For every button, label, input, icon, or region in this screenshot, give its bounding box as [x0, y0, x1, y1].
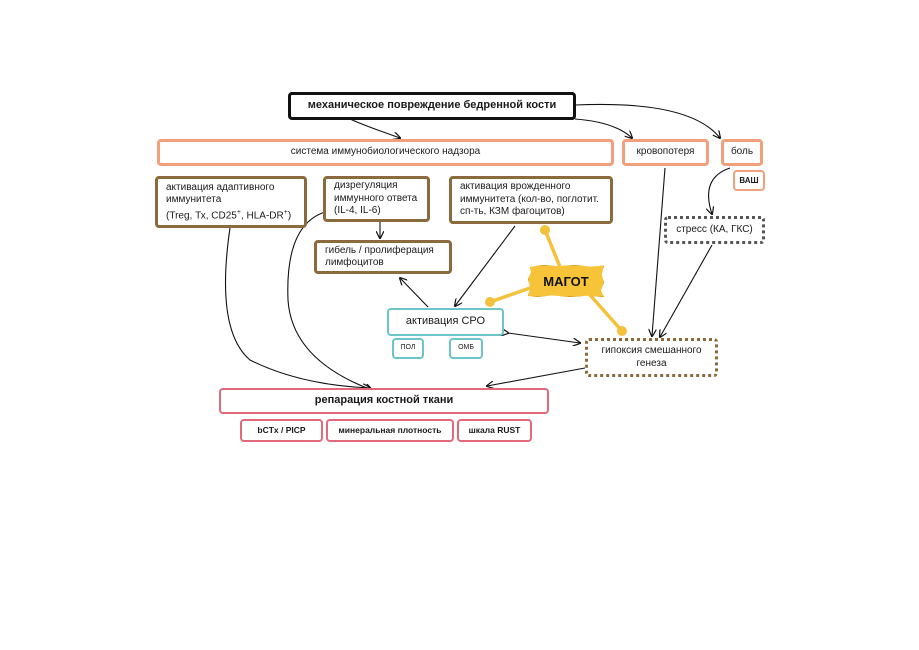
immune-dysregulation-box: дизрегуляция иммунного ответа (IL-4, IL-…	[323, 176, 430, 222]
arrow-stress-to-hypoxia	[660, 244, 713, 337]
injury-label: механическое повреждение бедренной кости	[307, 99, 557, 112]
pain-label: боль	[730, 146, 754, 158]
magot-badge: МАГОТ	[528, 265, 604, 297]
adaptive-line-1: активация адаптивного	[166, 181, 275, 193]
innate-line-3: сп-ть, КЗМ фагоцитов)	[460, 206, 565, 218]
arrow-injury-to-bloodloss	[574, 118, 632, 138]
arrow-hypoxia-to-repair	[487, 367, 586, 386]
magot-dot-hypoxia	[617, 326, 627, 336]
omb-box: ОМБ	[449, 338, 483, 359]
magot-dot-innate	[540, 225, 550, 235]
stress-label: стресс (КА, ГКС)	[676, 223, 753, 235]
arrow-ros-hypoxia	[508, 333, 580, 343]
dysreg-line-3: (IL-4, IL-6)	[334, 205, 381, 217]
lymphocyte-box: гибель / пролиферация лимфоцитов	[314, 240, 452, 274]
arrow-dysreg-to-repair	[287, 211, 372, 390]
hypoxia-line-2: генеза	[636, 357, 667, 369]
density-box: минеральная плотность	[326, 419, 454, 442]
pol-box: ПОЛ	[392, 338, 424, 359]
arrow-injury-to-immune	[347, 117, 400, 138]
arrow-pain-to-stress	[709, 167, 731, 214]
injury-box: механическое повреждение бедренной кости	[288, 92, 576, 120]
vas-box: ВАШ	[733, 170, 765, 191]
omb-label: ОМБ	[458, 344, 474, 352]
pol-label: ПОЛ	[400, 344, 416, 352]
density-label: минеральная плотность	[338, 425, 442, 436]
innate-line-2: иммунитета (кол-во, поглотит.	[460, 193, 599, 205]
adaptive-line-2: иммунитета	[166, 194, 222, 206]
immune-system-label: система иммунобиологического надзора	[290, 146, 481, 158]
blood-loss-label: кровопотеря	[636, 146, 695, 158]
bctx-label: bCTx / PICP	[257, 425, 306, 436]
innate-immunity-box: активация врожденного иммунитета (кол-во…	[449, 176, 613, 224]
blood-loss-box: кровопотеря	[622, 139, 709, 166]
arrow-injury-to-pain	[574, 103, 720, 138]
hypoxia-box: гипоксия смешанного генеза	[585, 338, 718, 377]
repair-box: репарация костной ткани	[219, 388, 549, 414]
arrow-ros-to-lymph	[400, 278, 429, 308]
vas-label: ВАШ	[739, 175, 759, 185]
dysreg-line-2: иммунного ответа	[334, 192, 418, 204]
pain-box: боль	[721, 139, 763, 166]
magot-link-hypoxia	[588, 293, 624, 333]
arrow-innate-to-ros	[455, 225, 516, 306]
stress-box: стресс (КА, ГКС)	[664, 216, 765, 244]
arrow-bloodloss-to-hypoxia	[652, 167, 666, 336]
ros-label: активация СРО	[405, 315, 486, 328]
hypoxia-line-1: гипоксия смешанного	[601, 345, 702, 356]
arrow-adaptive-to-repair	[225, 227, 371, 388]
magot-dot-ros	[485, 297, 495, 307]
magot-label: МАГОТ	[543, 273, 589, 289]
dysreg-line-1: дизрегуляция	[334, 180, 398, 192]
magot-link-ros	[488, 286, 532, 304]
bctx-box: bCTx / PICP	[240, 419, 323, 442]
lymph-line-1: гибель / пролиферация	[325, 244, 434, 256]
adaptive-line-3: (Treg, Тх, CD25+, HLA-DR+)	[166, 208, 292, 221]
repair-label: репарация костной ткани	[314, 394, 454, 407]
rust-label: шкала RUST	[468, 425, 521, 436]
rust-box: шкала RUST	[457, 419, 532, 442]
ros-box: активация СРО	[387, 308, 504, 336]
adaptive-immunity-box: активация адаптивного иммунитета (Treg, …	[155, 176, 307, 228]
lymph-line-2: лимфоцитов	[325, 257, 384, 268]
immune-system-box: система иммунобиологического надзора	[157, 139, 614, 166]
innate-line-1: активация врожденного	[460, 181, 571, 193]
magot-link-innate	[543, 228, 562, 269]
